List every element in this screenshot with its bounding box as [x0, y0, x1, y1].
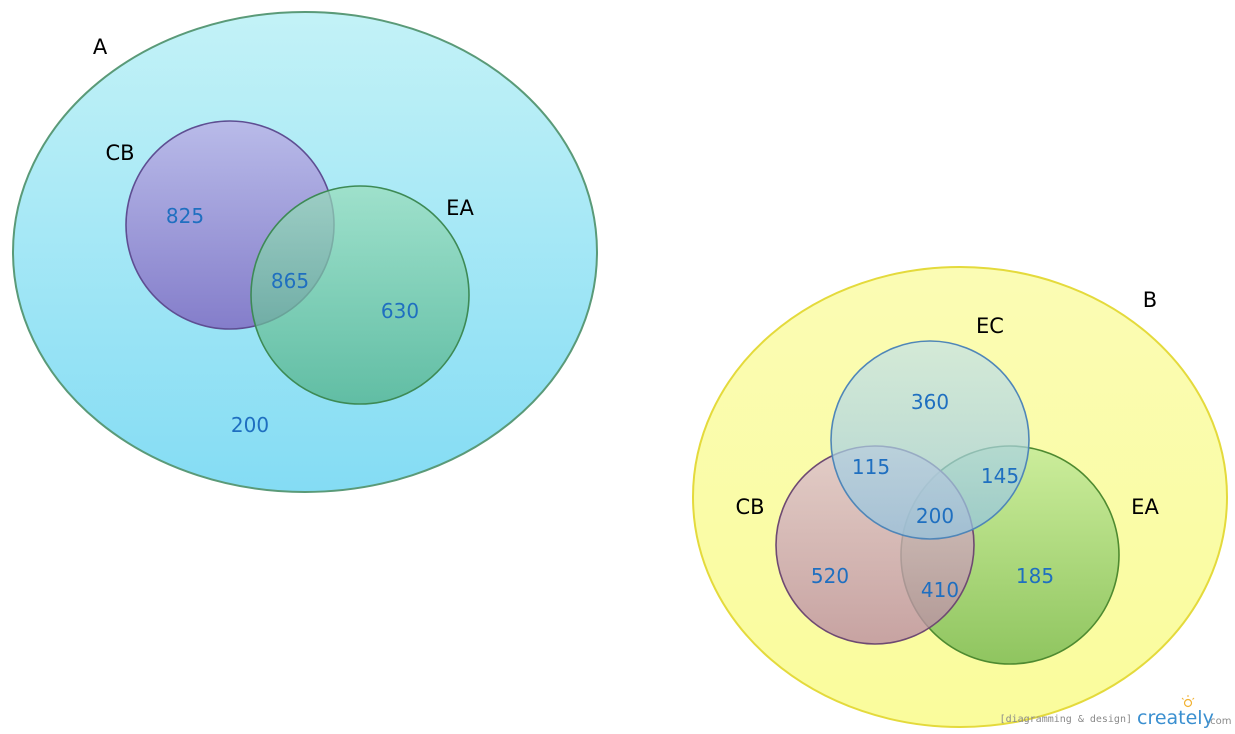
region-all-three-count: 200	[916, 504, 954, 528]
universe-b-label: B	[1143, 288, 1157, 312]
region-cb-ea-count: 865	[271, 269, 309, 293]
watermark-suffix: .com	[1207, 716, 1232, 727]
region-ea-only-count: 630	[381, 299, 419, 323]
set-ea-circle	[250, 185, 470, 405]
region-ea-only-count: 185	[1016, 564, 1054, 588]
watermark-tagline: [diagramming & design]	[1000, 714, 1132, 725]
region-ec-only-count: 360	[911, 390, 949, 414]
venn-diagram-a: A CB EA 825 865 630 200	[12, 11, 598, 493]
creately-watermark: [diagramming & design] creately .com	[1000, 695, 1232, 729]
set-ea-label: EA	[1131, 495, 1159, 519]
region-cb-only-count: 520	[811, 564, 849, 588]
universe-a-label: A	[93, 35, 108, 59]
set-ea-label: EA	[446, 196, 474, 220]
region-ec-ea-count: 145	[981, 464, 1019, 488]
region-cb-only-count: 825	[166, 204, 204, 228]
region-outside-count: 200	[231, 413, 269, 437]
set-cb-label: CB	[105, 141, 134, 165]
set-cb-label: CB	[735, 495, 764, 519]
venn-diagram-b: B EC CB EA 360 115 145 200 520 410 185	[692, 266, 1228, 728]
region-cb-ea-count: 410	[921, 578, 959, 602]
watermark-logo: creately	[1137, 707, 1214, 729]
lightbulb-icon	[1181, 695, 1195, 708]
set-ec-label: EC	[976, 314, 1004, 338]
set-ec-circle	[830, 340, 1030, 540]
region-cb-ec-count: 115	[852, 455, 890, 479]
